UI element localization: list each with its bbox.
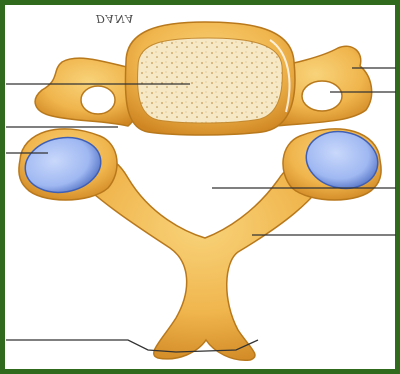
transverse-foramen-right <box>302 81 342 111</box>
artist-signature: DANA <box>96 12 134 25</box>
transverse-foramen-left <box>81 86 115 114</box>
vertebral-body-cancellous-texture <box>138 38 283 123</box>
